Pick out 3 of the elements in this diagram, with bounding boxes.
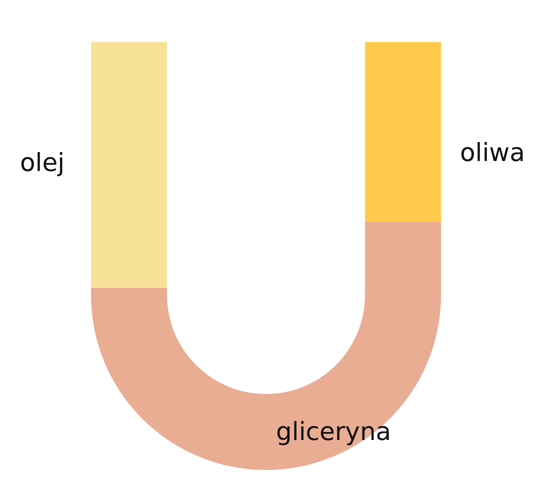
liquid-label: oliwa (460, 140, 525, 165)
liquid-label: gliceryna (276, 419, 392, 444)
liquid-label: olej (20, 150, 65, 175)
